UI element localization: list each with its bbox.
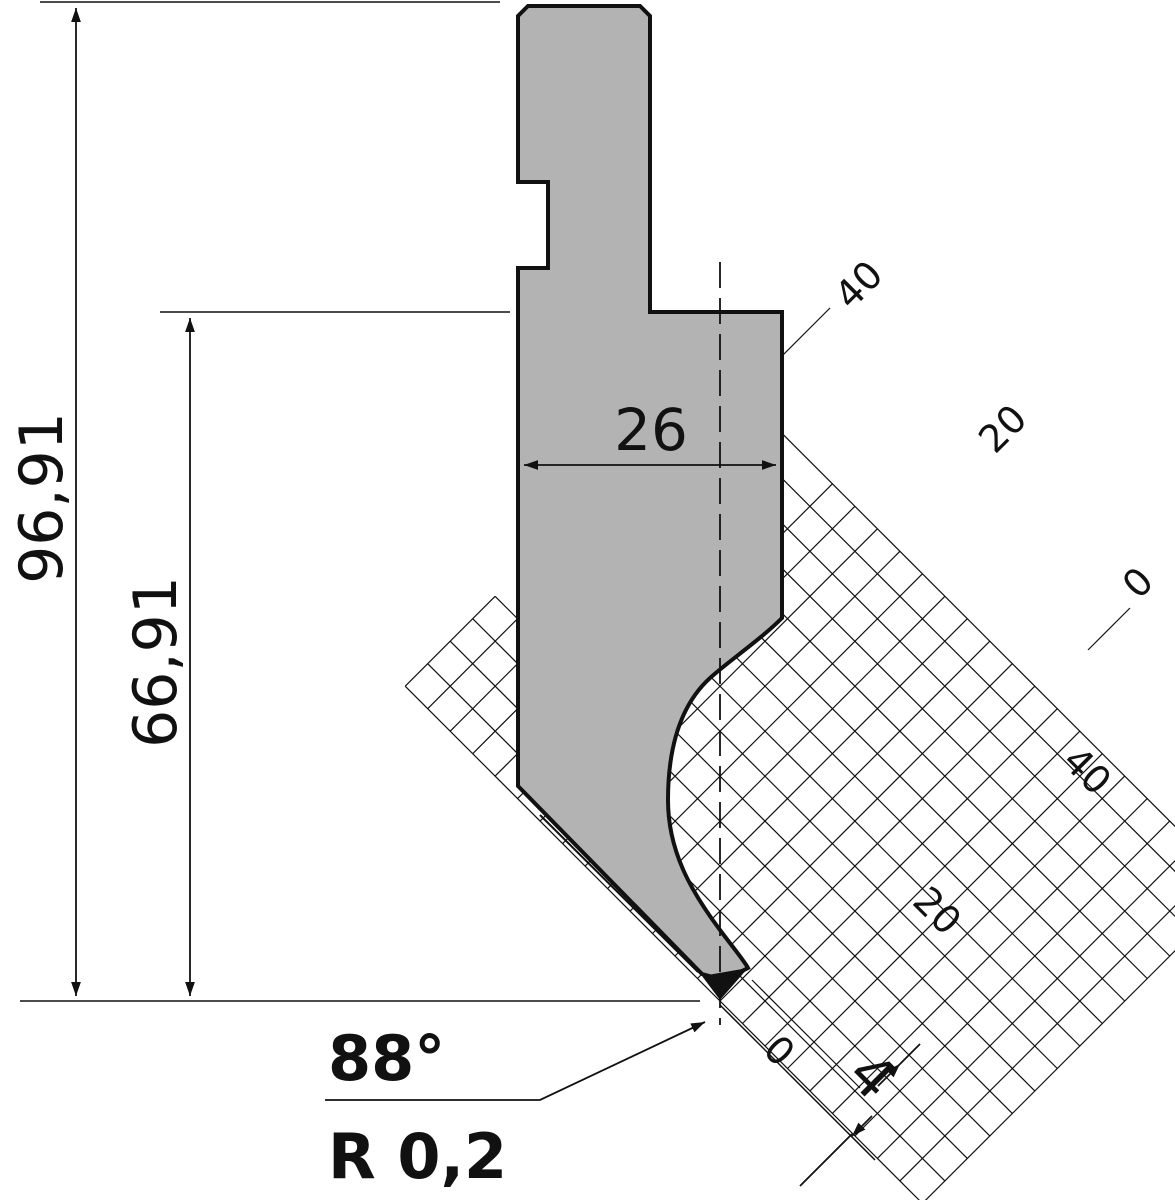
punch-tool-profile xyxy=(516,4,784,983)
scale-label-upper-40: 40 xyxy=(826,252,891,317)
lower-scale-labels: 40 20 0 xyxy=(755,738,1120,1075)
grid-line-v xyxy=(719,370,1175,828)
extension-lines xyxy=(20,1,876,1161)
grid-line-v xyxy=(404,685,920,1200)
scale-label-lower-40: 40 xyxy=(1055,738,1120,803)
width-label: 26 xyxy=(614,396,688,464)
scale-label-upper-0: 0 xyxy=(1114,559,1162,607)
tool-edge-hatch xyxy=(539,814,699,973)
offset-dimension xyxy=(799,1043,921,1187)
upper-scale-labels: 40 20 0 xyxy=(826,252,1162,607)
grid-line-u xyxy=(924,949,1175,1200)
working-height-label: 66,91 xyxy=(121,576,191,748)
scale-label-lower-20: 20 xyxy=(905,878,970,943)
total-height-label: 96,91 xyxy=(7,412,77,584)
scale-label-upper-20: 20 xyxy=(970,396,1035,461)
tool-tip xyxy=(702,968,748,1000)
tip-radius-label: R 0,2 xyxy=(328,1120,507,1193)
grid-axes xyxy=(751,307,1131,1089)
offset-label: 4 xyxy=(835,1039,909,1113)
scale-label-lower-0: 0 xyxy=(755,1027,803,1075)
tip-leader-line xyxy=(325,1021,706,1101)
tip-angle-label: 88° xyxy=(328,1022,445,1095)
